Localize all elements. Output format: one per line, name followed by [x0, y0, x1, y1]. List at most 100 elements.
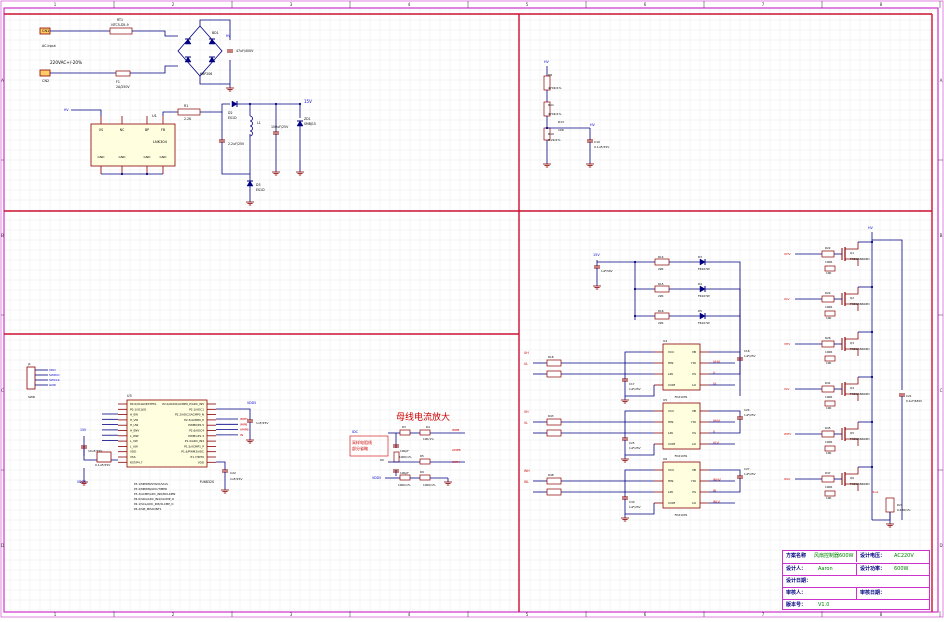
mcu-signal-label: IN	[240, 433, 243, 437]
swd-pin-label: VDD	[49, 368, 56, 372]
design-date-label: 设计日期：	[786, 578, 812, 584]
mosfet-gate-resistor	[821, 385, 835, 393]
driver-input-res-ref: R43	[548, 414, 554, 418]
hv-rail-label: HV	[226, 34, 231, 38]
driver-left-pin-label: VCC	[668, 468, 674, 472]
junction-dot	[870, 285, 874, 289]
driver-output-label: U	[713, 371, 716, 375]
bridge-ref: BD1	[212, 31, 219, 35]
driver-right-pin-label: HO	[691, 479, 696, 483]
zone-col-label: 7	[762, 2, 765, 7]
driver-boot-cap-value: 1uF/25V	[744, 472, 756, 476]
driver-vcc-cap-value: 1uF/25V	[629, 446, 641, 450]
driver-output-label: V	[713, 430, 716, 434]
zone-col-label: 6	[644, 612, 647, 617]
mosfet-ref: Q5	[850, 431, 854, 435]
zone-col-label: 3	[290, 612, 293, 617]
driver-input-res-ref: R18	[548, 355, 554, 359]
amp-res-value: 100K/1%	[398, 483, 411, 487]
ntc-ref: RT1	[117, 18, 123, 22]
zener-ref: ZD1	[304, 117, 311, 121]
driver-left-pin-label: COM	[668, 442, 675, 446]
designer-value: Aaron	[818, 566, 833, 572]
driver-input-label: VH	[524, 410, 529, 414]
bootstrap-resistor	[654, 285, 670, 293]
bridge-dc-negative	[199, 60, 231, 85]
title-row-scheme: 方案名称 风扇控制器600W 设计电压： AC220V	[783, 551, 929, 562]
gate-driver-ic	[662, 343, 701, 391]
gate-driver-part: FD2103S	[675, 395, 688, 399]
divider-res-ref: R8	[548, 73, 552, 77]
ldo-regulator	[96, 451, 112, 463]
current-amp-note-box	[349, 435, 389, 457]
swd-header-label: SWD	[28, 395, 36, 399]
fuse	[115, 70, 131, 77]
driver-boot-wire	[709, 419, 741, 434]
mosfet-res-value: 100R	[825, 395, 832, 399]
mcu-left-pin-label: H_UW	[130, 423, 139, 427]
title-row-designer: 设计人： Aaron 设计功率： 600W	[783, 563, 929, 575]
divider-cap-value: 0.1uF/25V	[594, 145, 610, 149]
inductor-coil	[249, 125, 253, 132]
divider-rail-label: HV	[544, 60, 550, 64]
driver-boot-cap-ref: C24	[744, 408, 750, 412]
regulator-part: LNK304	[153, 140, 168, 144]
driver-output-label: WLV	[713, 500, 721, 504]
zone-col-label: 7	[762, 612, 765, 617]
amp-res-ref: R9	[420, 470, 424, 474]
diode-part: ES1D	[256, 188, 265, 192]
mcu-right-pin-label: P1.4/ADC_IN4	[185, 439, 204, 443]
design-power-label: 设计功率：	[860, 566, 886, 572]
amp-cap-value: 100pF	[400, 449, 409, 453]
driver-output-label: VHV	[713, 419, 721, 423]
mosfet-res-ref: R47	[825, 471, 831, 475]
scheme-name-label: 方案名称	[786, 553, 807, 559]
driver-com-wire	[624, 381, 655, 397]
bootstrap-diode-ref: D4	[698, 282, 702, 286]
mosfet-part: FNDG5N60ZD	[850, 392, 870, 396]
zone-col-label: 2	[172, 2, 175, 7]
mosfet-gate-resistor	[821, 430, 835, 438]
mosfet-ref: Q3	[850, 341, 854, 345]
zone-row-label: C	[940, 388, 943, 393]
driver-supply-label: 15V	[593, 253, 600, 257]
gate-driver-ic	[662, 402, 701, 450]
zone-row-label: C	[1, 388, 4, 393]
driver-left-pin-label: LIN	[668, 431, 673, 435]
mosfet-source	[845, 258, 859, 266]
title-block: 方案名称 风扇控制器600W 设计电压： AC220V 设计人： Aaron 设…	[782, 550, 930, 610]
diode-part: ES1D	[228, 116, 237, 120]
ac-neutral-wire	[130, 65, 178, 74]
driver-boot-cap-ref: C16	[744, 349, 750, 353]
mcu-bottom-pin-label: P4.0/SDA/ADC_IN4/XLCMP_O	[134, 497, 175, 501]
bootstrap-resistor	[654, 312, 670, 320]
driver-supply-cap-value: 1uF/50V	[601, 269, 613, 273]
output-cap-value: 100uF/25V	[271, 125, 289, 129]
mosfet-gate-label: VHV	[784, 342, 791, 346]
driver-left-pin-label: HIN	[668, 420, 673, 424]
driver-input-resistor	[546, 359, 562, 367]
junction-dot	[870, 375, 874, 379]
bridge-diode	[208, 38, 216, 45]
diode-ref: D3	[256, 183, 260, 187]
mcu-signal-label: IMPB	[240, 422, 247, 426]
amp-net-label: IMPH	[452, 460, 460, 464]
driver-output-label: W	[713, 489, 717, 493]
driver-boot-cap-value: 1uF/25V	[744, 413, 756, 417]
bootstrap-res-ref: R15	[658, 282, 664, 286]
mosfet-ref: Q2	[850, 296, 854, 300]
connector-ref: CN2	[42, 79, 49, 83]
current-amp-note: 部分省略	[352, 445, 368, 451]
zone-row-label: A	[1, 78, 4, 83]
mcu-cap-ref: C22	[230, 471, 236, 475]
zener-part: SMBJ15	[304, 122, 316, 126]
mosfet-res-ref: R45	[825, 426, 831, 430]
junction-dot	[870, 240, 874, 244]
mcu-left-pin-label: P0.1/XCLKO	[130, 407, 147, 411]
driver-vcc-cap-ref: C17	[629, 382, 635, 386]
ldo-input-label: 15V	[80, 428, 87, 432]
mosfet-res-value: 100R	[825, 440, 832, 444]
gate-driver-ref: U4	[663, 339, 667, 343]
zone-col-label: 1	[54, 2, 57, 7]
mcu-bottom-pin-label: P4.2/SPI_MISO/INT1	[134, 507, 162, 511]
